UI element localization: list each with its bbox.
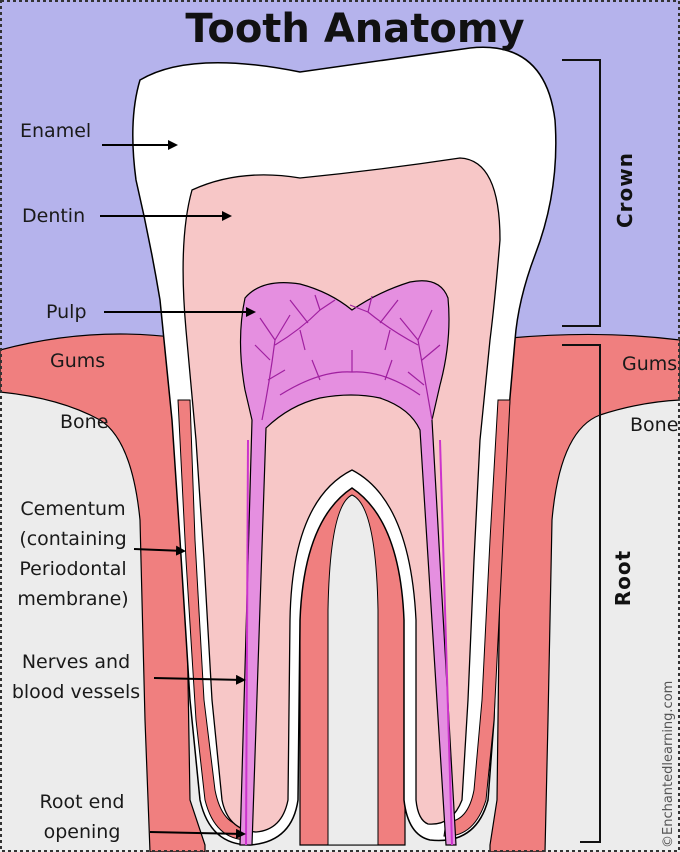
root-end-label-line1: Root end bbox=[40, 791, 125, 813]
nerve-right bbox=[439, 439, 453, 846]
inter-root-bone bbox=[327, 494, 379, 846]
crown-section-label: Crown bbox=[613, 152, 637, 228]
bone-left-label: Bone bbox=[60, 411, 108, 433]
root-section-label: Root bbox=[611, 550, 635, 606]
nerves-arrow bbox=[153, 674, 246, 685]
nerve-branches bbox=[254, 294, 441, 421]
cementum-label-line3: Periodontal bbox=[19, 558, 126, 580]
cementum-label-line2: (containing bbox=[19, 528, 126, 550]
nerves-label-line1: Nerves and bbox=[22, 651, 130, 673]
dentin-label: Dentin bbox=[22, 205, 85, 227]
diagram-title: Tooth Anatomy bbox=[185, 6, 524, 52]
root-end-arrow bbox=[149, 828, 246, 839]
root-bracket bbox=[562, 344, 601, 843]
gums-left-label: Gums bbox=[50, 350, 105, 372]
pulp-label: Pulp bbox=[46, 301, 87, 323]
root-end-label-line2: opening bbox=[44, 821, 121, 843]
cementum-arrow bbox=[133, 545, 186, 556]
nerves-label-line2: blood vessels bbox=[12, 681, 140, 703]
cementum-label-line4: membrane) bbox=[17, 588, 128, 610]
tooth-pulp bbox=[239, 280, 457, 846]
gums-right bbox=[489, 333, 680, 852]
enamel-label: Enamel bbox=[20, 120, 91, 142]
gums-right-label: Gums bbox=[622, 353, 677, 375]
gums-left bbox=[0, 333, 206, 852]
watermark: ©Enchantedlearning.com bbox=[661, 681, 676, 848]
bone-right-label: Bone bbox=[630, 414, 678, 436]
nerve-left bbox=[245, 439, 249, 846]
cementum-label-line1: Cementum bbox=[20, 498, 125, 520]
crown-bracket bbox=[562, 59, 601, 327]
